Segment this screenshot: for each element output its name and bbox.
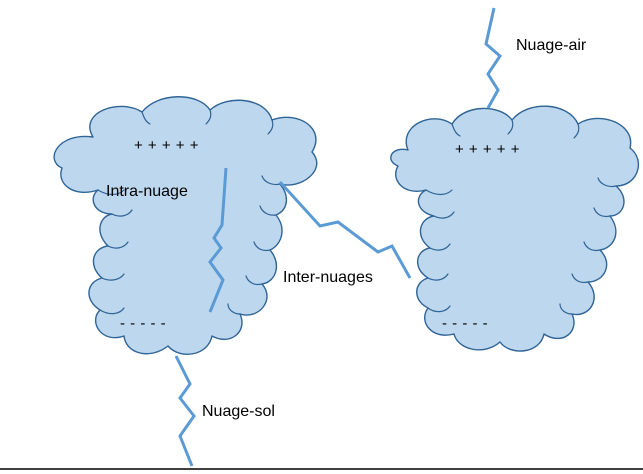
cloud-air-lightning [484,7,502,109]
left-cloud-bottom-charge: - - - - - [120,315,166,332]
right-cloud-body [390,105,640,352]
right-cloud-top-charge: + + + + + [455,141,520,158]
right-cloud-bottom-charge: - - - - - [442,315,488,332]
left-cloud-top-charge: + + + + + [134,137,199,154]
right-cloud [390,105,640,352]
cloud-ground-lightning [174,355,196,467]
cloud-air-label: Nuage-air [516,37,587,54]
inter-cloud-lightning [278,180,412,279]
intra-cloud-label: Intra-nuage [106,183,188,200]
left-cloud-body [53,96,318,355]
left-cloud [53,96,318,355]
cloud-ground-label: Nuage-sol [202,403,275,420]
inter-cloud-label: Inter-nuages [283,269,373,286]
intra-cloud-lightning [208,167,228,313]
